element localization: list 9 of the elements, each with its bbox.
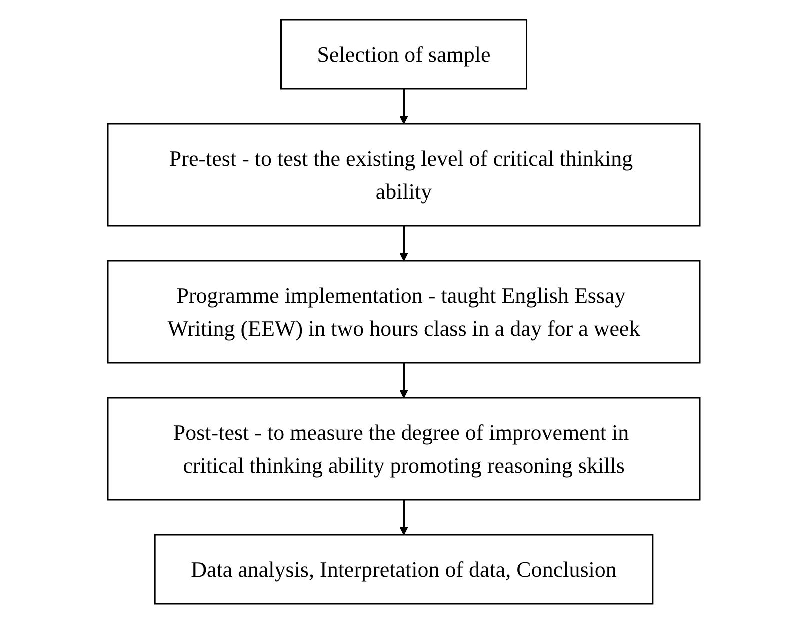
node-box: Programme implementation - taught English Essay Writing (EEW) in two hours class in a day for a week bbox=[106, 260, 700, 364]
node-box: Post-test - to measure the degree of improvement in critical thinking ability promoting reasoning skills bbox=[106, 396, 700, 500]
arrow bbox=[399, 362, 408, 398]
node-box: Pre-test - to test the existing level of critical thinking ability bbox=[106, 122, 700, 226]
arrow bbox=[399, 500, 408, 535]
arrow bbox=[399, 226, 408, 261]
arrow bbox=[399, 88, 408, 124]
node-box: Selection of sample bbox=[280, 18, 527, 90]
node-box: Data analysis, Interpretation of data, Conclusion bbox=[154, 534, 654, 604]
